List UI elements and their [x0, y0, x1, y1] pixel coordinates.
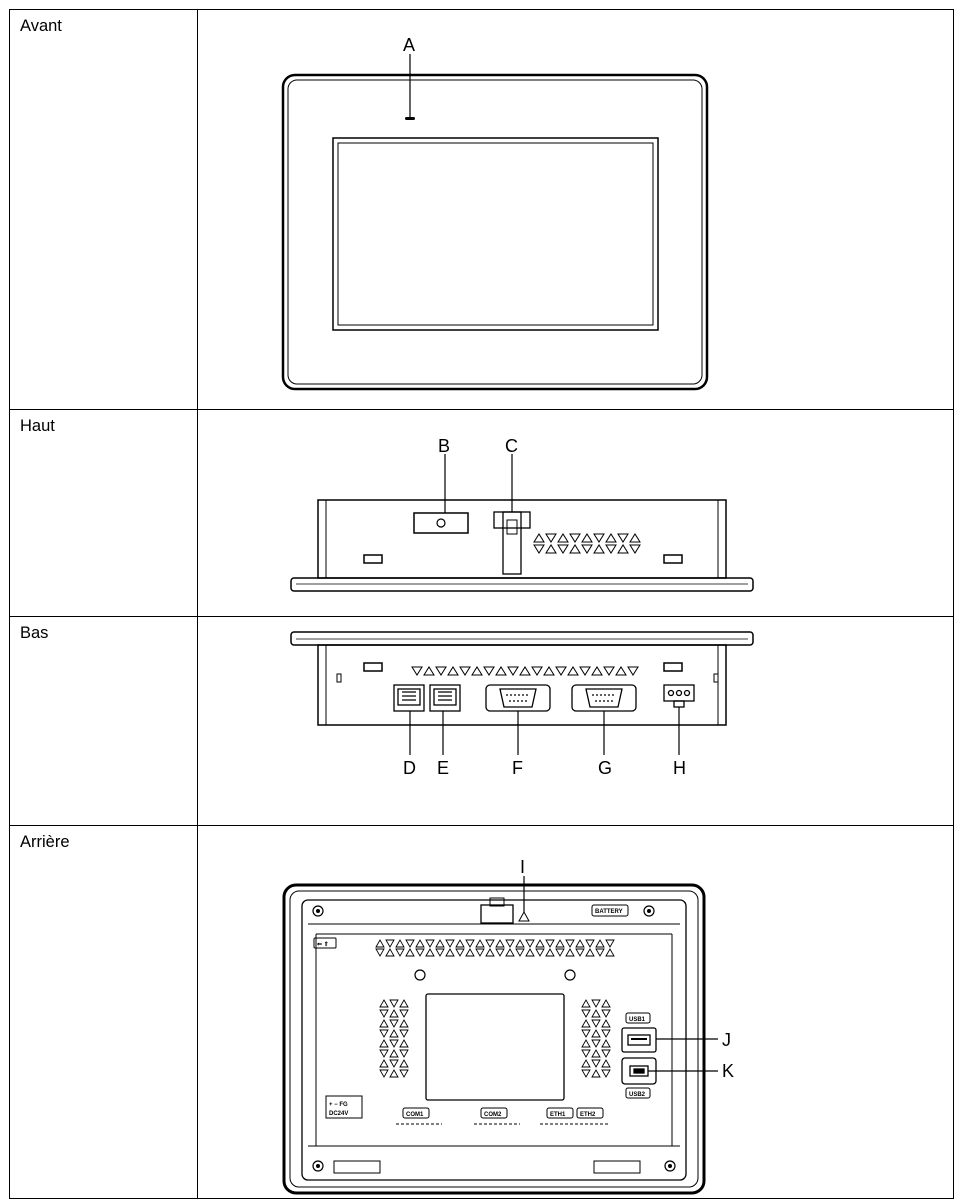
com1-label: COM1	[406, 1112, 424, 1118]
callout-B: B	[438, 436, 450, 456]
top-figure-cell: B C	[197, 409, 954, 617]
power-polarity-label: + − FG	[329, 1102, 348, 1108]
power-terminal	[663, 684, 695, 708]
views-table: Avant A Haut	[9, 9, 954, 1199]
dsub-port-com2	[571, 684, 637, 712]
view-label-rear: Arrière	[20, 833, 70, 851]
release-arrow-icon: ⇐ ⇑	[317, 941, 329, 948]
callout-G: G	[598, 758, 612, 778]
ethernet-port-1	[393, 684, 425, 712]
label-cell: Arrière	[9, 825, 198, 1199]
callout-J: J	[722, 1030, 731, 1050]
callout-H: H	[673, 758, 686, 778]
eth1-label: ETH1	[550, 1112, 566, 1118]
row-top: Haut B C	[9, 409, 954, 617]
com2-label: COM2	[484, 1112, 502, 1118]
row-bottom: Bas	[9, 616, 954, 826]
power-voltage-label: DC24V	[329, 1111, 348, 1117]
row-front: Avant A	[9, 9, 954, 410]
bottom-view-drawing: D E F G	[290, 631, 754, 778]
label-cell: Haut	[9, 409, 198, 617]
row-rear: Arrière I	[9, 825, 954, 1199]
dsub-port-com1	[485, 684, 551, 712]
vent-slots-rear-left	[379, 999, 409, 1078]
callout-F: F	[512, 758, 523, 778]
callout-K: K	[722, 1061, 734, 1081]
callout-A: A	[403, 35, 415, 55]
view-label-top: Haut	[20, 417, 55, 435]
rear-figure-cell: I BATTERY ⇐ ⇑ USB1	[197, 825, 954, 1199]
front-view-drawing: A	[281, 35, 709, 391]
usb1-label: USB1	[629, 1017, 646, 1023]
view-label-bottom: Bas	[20, 624, 49, 642]
callout-C: C	[505, 436, 518, 456]
ethernet-port-2	[429, 684, 461, 712]
label-cell: Bas	[9, 616, 198, 826]
vent-slots-bottom	[411, 666, 639, 676]
vent-slots-rear-right	[581, 999, 611, 1078]
battery-label: BATTERY	[595, 909, 623, 915]
usb1-port	[621, 1027, 657, 1053]
rear-view-drawing: I BATTERY ⇐ ⇑ USB1	[282, 857, 734, 1195]
callout-D: D	[403, 758, 416, 778]
vent-slots-rear-top	[375, 939, 615, 957]
vent-slots-top	[533, 533, 641, 554]
label-cell: Avant	[9, 9, 198, 410]
bottom-figure-cell: D E F G	[197, 616, 954, 826]
callout-E: E	[437, 758, 449, 778]
usb2-label: USB2	[629, 1092, 646, 1098]
top-view-drawing: B C	[290, 436, 754, 592]
callout-I: I	[520, 857, 525, 877]
front-figure-cell: A	[197, 9, 954, 410]
eth2-label: ETH2	[580, 1112, 596, 1118]
view-label-front: Avant	[20, 17, 62, 35]
